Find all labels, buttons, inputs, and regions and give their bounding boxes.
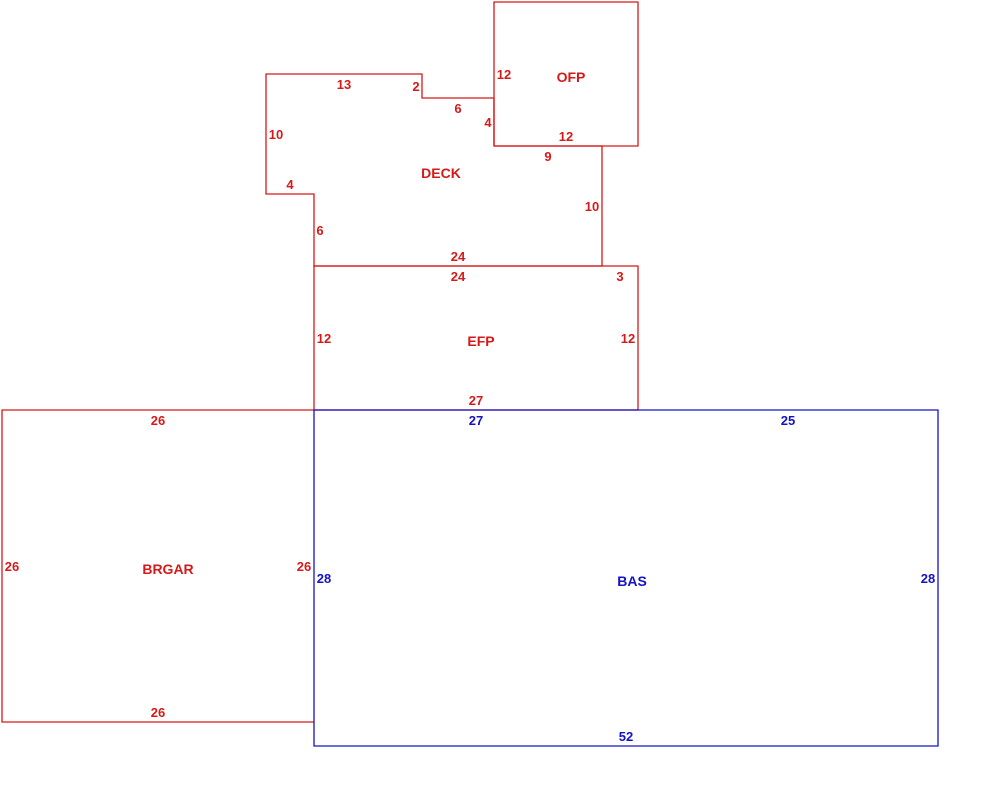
- bas-dim-left: 28: [317, 571, 331, 586]
- deck-dim-left: 10: [269, 127, 283, 142]
- efp-dim-left: 12: [317, 331, 331, 346]
- efp-dim-right: 12: [621, 331, 635, 346]
- efp-dim-top: 24: [451, 269, 466, 284]
- deck-dim-bottom: 24: [451, 249, 466, 264]
- bas-label: BAS: [617, 573, 647, 589]
- bas-dim-top-right: 25: [781, 413, 795, 428]
- deck-outline: [265, 73, 603, 267]
- efp-dim-bottom: 27: [469, 393, 483, 408]
- deck-dim-lower-left: 6: [316, 223, 323, 238]
- deck-dim-notch: 4: [286, 177, 294, 192]
- brgar-dim-top: 26: [151, 413, 165, 428]
- deck-dim-bottom-right: 9: [544, 149, 551, 164]
- brgar-dim-right: 26: [297, 559, 311, 574]
- efp-label: EFP: [467, 333, 494, 349]
- brgar-dim-left: 26: [5, 559, 19, 574]
- deck-dim-right: 10: [585, 199, 599, 214]
- deck-dim-step3: 4: [484, 115, 492, 130]
- deck-dim-step2: 6: [454, 101, 461, 116]
- brgar-dim-bottom: 26: [151, 705, 165, 720]
- efp-dim-top-right: 3: [616, 269, 623, 284]
- bas-dim-bottom: 52: [619, 729, 633, 744]
- deck-label: DECK: [421, 165, 461, 181]
- brgar-outline: [1, 409, 314, 723]
- bas-dim-top-left: 27: [469, 413, 483, 428]
- brgar-label: BRGAR: [142, 561, 193, 577]
- bas-dim-right: 28: [921, 571, 935, 586]
- ofp-label: OFP: [557, 69, 586, 85]
- bas-outline: [313, 409, 939, 747]
- deck-dim-step1: 2: [412, 79, 419, 94]
- ofp-dim-left: 12: [497, 67, 511, 82]
- deck-dim-top: 13: [337, 77, 351, 92]
- ofp-dim-bottom: 12: [559, 129, 573, 144]
